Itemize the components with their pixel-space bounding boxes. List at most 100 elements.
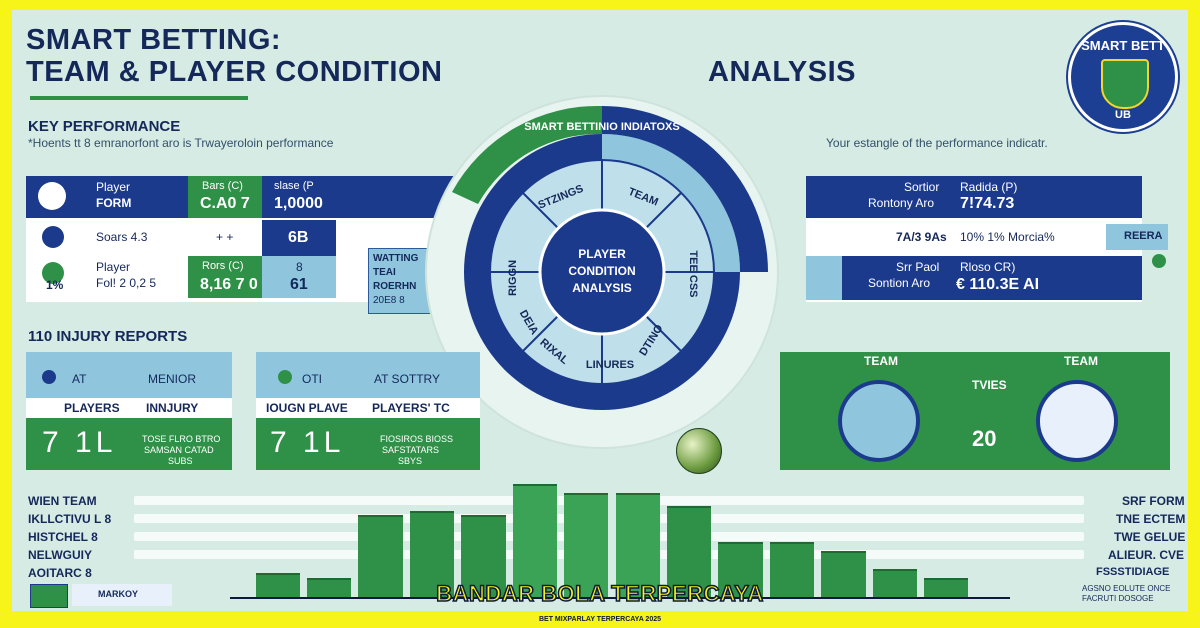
condition-ring-diagram: PLAYER CONDITION ANALYSIS STZINGS TEAM T… [425, 95, 779, 449]
guide-line [134, 514, 574, 523]
injury-card-1-mid [26, 398, 232, 418]
team1-crest-icon [838, 380, 920, 462]
kpi-right-caption: Your estangle of the performance indicat… [826, 136, 1048, 150]
injury-card-1-bottom [26, 418, 232, 470]
logo-bottom-text: UB [1115, 109, 1131, 121]
status-dot-icon [1152, 254, 1166, 268]
injury1-big: 7 1L [42, 426, 117, 459]
right-r2-tag-cell [1106, 224, 1168, 250]
injury2-note2: SAFSTATARS [382, 445, 440, 455]
injury2-note3: SBYS [398, 456, 423, 466]
injury2-d: PLAYERS' TC [372, 401, 450, 415]
injury-card-1-top [26, 352, 232, 398]
left-r2-col3-cell [262, 220, 336, 256]
injury2-a: OTI [302, 372, 322, 386]
left-r1-label1: Player [96, 180, 131, 194]
footer-rule [230, 597, 1010, 599]
left-r2-label: Soars 4.3 [96, 230, 148, 244]
center-line-3: ANALYSIS [572, 281, 632, 295]
left-r1-col2-top: Bars (C) [202, 180, 243, 192]
left-r3-col2-top: Rors (C) [202, 260, 244, 272]
right-row-3 [806, 256, 1142, 300]
football-icon [42, 226, 64, 248]
title-analysis: ANALYSIS [708, 56, 856, 88]
team1-label: TEAM [864, 354, 898, 368]
note-box: WATTING TEAI ROERHN 20E8 8 [368, 248, 432, 314]
injury2-big: 7 1L [270, 426, 345, 459]
chart-bar [307, 578, 352, 598]
left-r1-label2: FORM [96, 196, 132, 210]
left-r1-col3-val: 1,0000 [274, 195, 323, 212]
chart-bar [924, 578, 969, 598]
injury1-a: AT [72, 372, 87, 386]
guide-line [654, 550, 1084, 559]
note-line-3: ROERHN [373, 281, 417, 292]
right-r3-col2-top: Rloso CR) [960, 260, 1016, 274]
note-line-2: TEAI [373, 267, 396, 278]
injury1-d: INNJURY [146, 401, 199, 415]
guide-line [654, 532, 1084, 541]
kpi-heading: KEY PERFORMANCE [28, 118, 181, 135]
injury1-note3: SUBS [168, 456, 193, 466]
teams-score: 20 [972, 426, 997, 451]
injury1-note2: SAMSAN CATAD [144, 445, 214, 455]
ball-icon [38, 182, 66, 210]
title-underline [30, 96, 248, 100]
injury-heading: 110 INJURY REPORTS [28, 328, 188, 345]
injury2-c: IOUGN PLAVE [266, 401, 348, 415]
chart-bar [769, 542, 815, 598]
right-r1-col2-top: Radida (P) [960, 180, 1018, 194]
ring-outer-label: SMART BETTINIO INDIATOXS [524, 121, 679, 133]
chart-bar [564, 492, 609, 598]
player-icon [42, 370, 56, 384]
seg-left: RIGGN [507, 260, 519, 296]
left-r3-label1: Player [96, 260, 131, 274]
right-legend-2: TWE GELUE [1114, 530, 1186, 544]
player-icon [42, 262, 64, 284]
chart-bar [615, 492, 660, 598]
right-legend: SRF FORM TNE ECTEM TWE GELUE ALIEUR. CVE… [1052, 488, 1186, 608]
left-r1-col2 [188, 176, 262, 218]
left-r3-col3-top: 8 [296, 260, 303, 274]
ring-outer-green-arc [452, 105, 602, 204]
guide-line [134, 532, 574, 541]
calendar-icon [30, 584, 68, 608]
injury1-b: MENIOR [148, 372, 196, 386]
right-legend-0: SRF FORM [1122, 494, 1185, 508]
chart-bar [718, 542, 763, 598]
team2-label: TEAM [1064, 354, 1098, 368]
ring-light-segment [602, 134, 740, 272]
note-line-1: WATTING [373, 253, 419, 264]
chart-bar [872, 569, 917, 598]
left-r3-label2: Fol! 2 0,2 5 [96, 276, 157, 290]
left-legend: WIEN TEAM IKLLCTIVU L 8 HISTCHEL 8 NELWG… [12, 488, 172, 588]
ring-center [538, 208, 666, 336]
left-legend-1: IKLLCTIVU L 8 [28, 512, 112, 526]
soccer-ball-icon [676, 428, 722, 474]
chart-bar [409, 510, 455, 598]
right-r3-col2-val: € 110.3E AI [956, 276, 1040, 293]
right-r2-col2: 10% 1% Morcia% [960, 230, 1055, 244]
title-line-2: TEAM & PLAYER CONDITION [26, 56, 443, 88]
injury1-c: PLAYERS [64, 401, 120, 415]
injury2-b: AT SOTTRY [374, 372, 441, 386]
bar-chart [252, 478, 972, 598]
right-r1-col2-val: 7!74.73 [960, 195, 1015, 212]
seg-bottom: LINURES [586, 359, 634, 371]
right-legend-1: TNE ECTEM [1116, 512, 1186, 526]
guide-line [654, 496, 1084, 505]
right-r3-label2: Sontion Aro [868, 276, 931, 290]
right-legend-4: FSSSTIDIAGE [1096, 566, 1170, 578]
injury1-note1: TOSE FLRO BTRO [142, 434, 221, 444]
ring-outer-navy-arc [602, 106, 768, 272]
footer-banner: BANDAR BOLA TERPERCAYA [435, 580, 764, 607]
left-r3-side: 1% [46, 278, 64, 292]
left-legend-3: NELWGUIY [28, 548, 93, 562]
chart-bar [461, 515, 506, 598]
injury-card-2-mid [256, 398, 480, 418]
chart-bar [255, 572, 300, 598]
guide-line [134, 496, 574, 505]
infographic-canvas: SMART BETTING: TEAM & PLAYER CONDITION A… [12, 10, 1188, 611]
left-r1-col3-top: slase (P [274, 180, 314, 192]
